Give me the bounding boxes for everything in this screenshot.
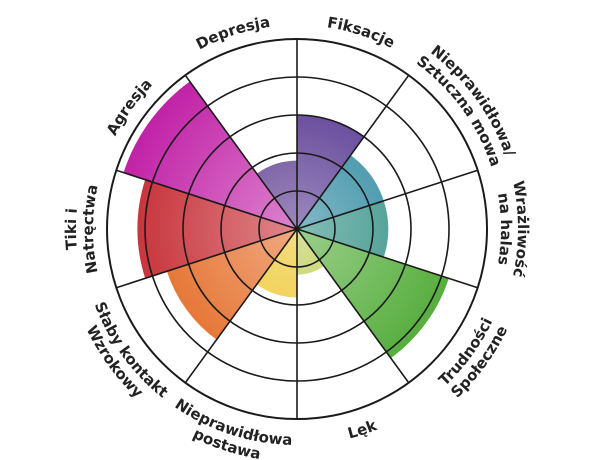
category-label: Tiki i <box>62 207 81 250</box>
grid-spoke-2 <box>296 74 410 230</box>
slice-sheen-trudnosci-spo-eczne <box>297 229 449 359</box>
slice-sheen-lek <box>297 229 324 275</box>
slice-sheen-depresja <box>256 160 297 229</box>
category-label: Lęk <box>346 416 380 442</box>
grid-spoke-9 <box>116 169 298 230</box>
slice-sheen-nieprawid-owa-sztuczna-mowa <box>297 155 384 229</box>
category-label: Fiksacje <box>326 13 398 52</box>
slice-sheen-fiksacje <box>297 114 365 229</box>
category-label: Nieprawidłowa/ <box>427 41 519 159</box>
grid-spoke-3 <box>296 169 478 230</box>
grid-spoke-4 <box>296 228 478 289</box>
grid-spoke-10 <box>184 74 298 230</box>
grid-spoke-5 <box>296 228 410 384</box>
slice-sheen-wrazliwosc-na-halas <box>297 200 389 258</box>
slice-sheen-tiki-i-natrectwa <box>137 179 297 279</box>
grid-spoke-8 <box>116 228 298 289</box>
category-label: Natręctwa <box>79 183 102 275</box>
category-label: na halas <box>494 192 515 267</box>
grid-group <box>106 38 488 420</box>
slice-sheen-nieprawid-owa-postawa <box>256 229 297 298</box>
category-label: Depresja <box>193 13 271 53</box>
slice-sheen-s-aby-kontakt-wzrokowy <box>166 229 297 340</box>
grid-spoke-7 <box>184 228 298 384</box>
